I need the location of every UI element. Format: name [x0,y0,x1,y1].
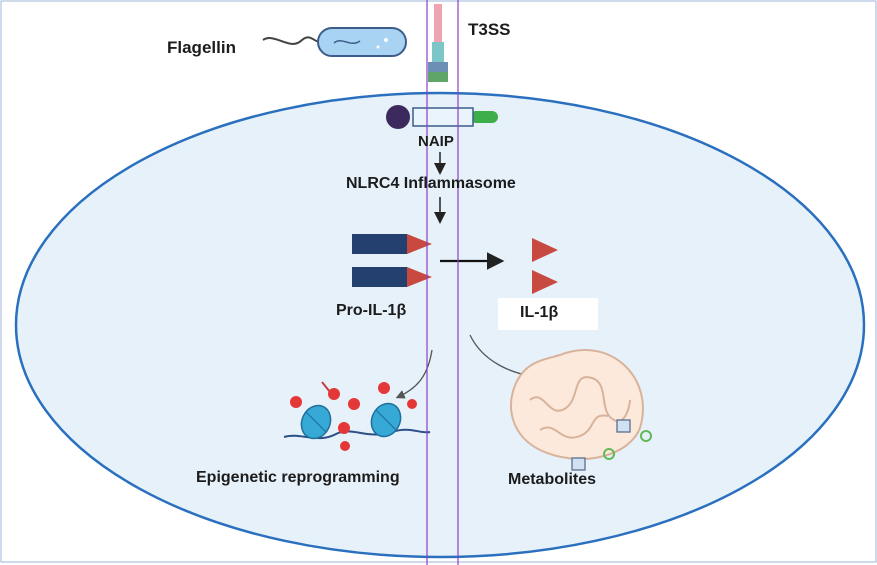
bacterium-icon [262,27,407,57]
nlrc4-inflammasome-label: NLRC4 Inflammasome [346,175,516,192]
t3ss-label: T3SS [468,20,511,39]
arrow-to-epigenetic [395,349,433,399]
il1b-molecule-icon [532,238,558,294]
t3ss-needle-icon [428,4,448,82]
cell-membrane [14,91,866,559]
metabolite-icons [571,419,652,471]
il1b-label: IL-1β [520,304,559,321]
chromatin-icon [283,381,431,451]
mitochondria-icon [510,349,644,460]
pro-il1b-label: Pro-IL-1β [336,302,407,319]
flagellin-label: Flagellin [167,38,236,57]
metabolites-label: Metabolites [508,471,597,488]
il1b-label-box [498,298,598,330]
pro-il1b-molecule-icon [352,234,432,287]
naip-label: NAIP [418,133,454,150]
epigenetic-reprogramming-label: Epigenetic reprogramming [196,469,400,486]
